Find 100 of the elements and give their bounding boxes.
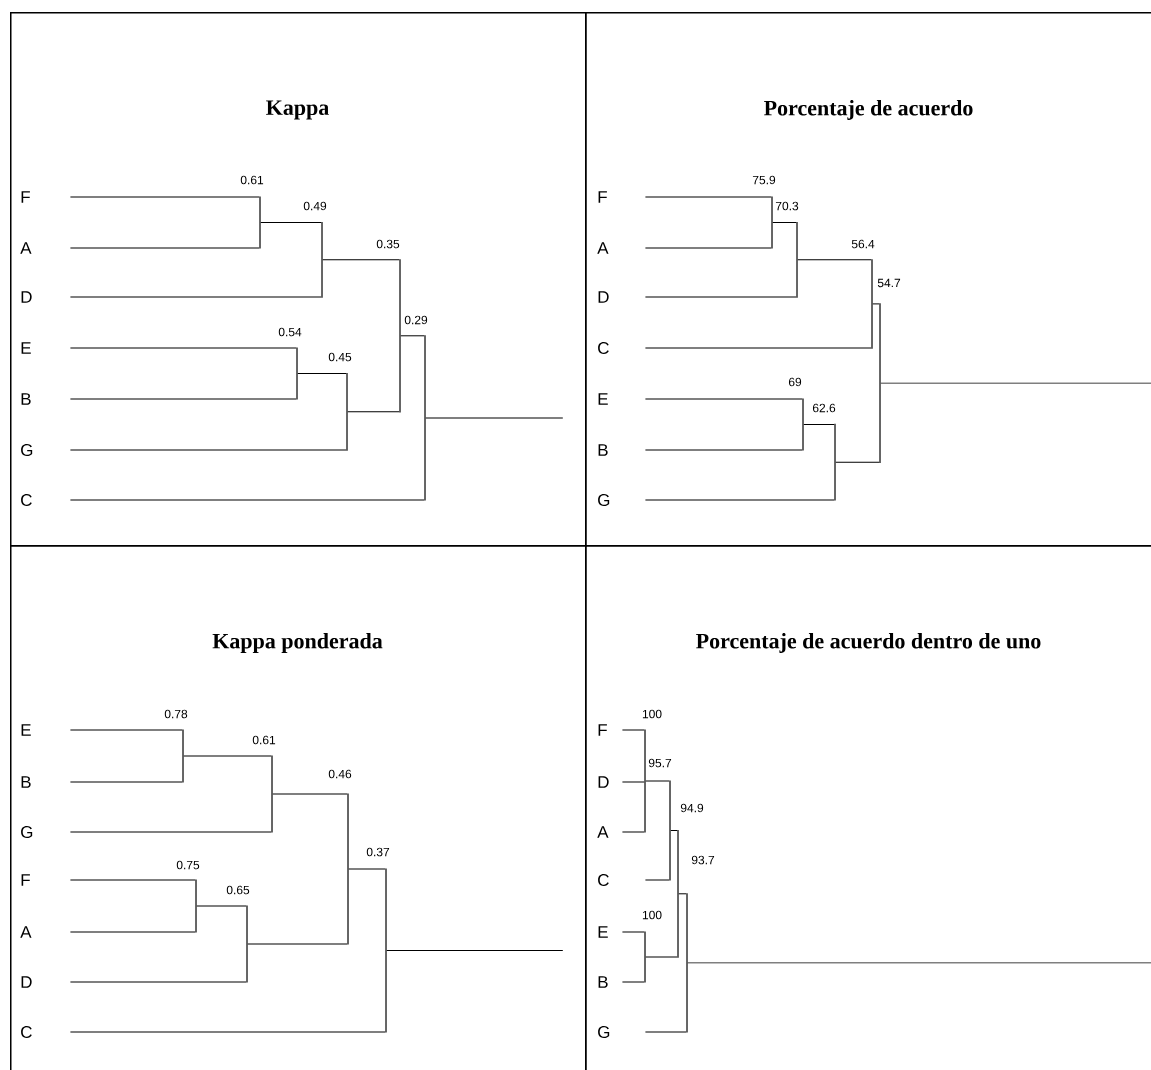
branch-line bbox=[69, 247, 260, 249]
value-label: 75.9 bbox=[751, 175, 777, 185]
leaf-label: B bbox=[598, 444, 608, 456]
branch-line bbox=[621, 781, 645, 783]
leaf-label: D bbox=[21, 291, 32, 303]
value-label: 62.6 bbox=[811, 403, 837, 413]
branch-line bbox=[69, 196, 260, 198]
branch-line bbox=[69, 781, 183, 783]
leaf-label: A bbox=[20, 926, 32, 938]
leaf-label: A bbox=[597, 826, 609, 838]
value-label: 0.61 bbox=[239, 175, 265, 185]
branch-line bbox=[69, 729, 183, 731]
branch-line bbox=[670, 830, 678, 831]
value-label: 0.35 bbox=[375, 239, 401, 249]
branch-line bbox=[797, 259, 872, 261]
branch-line bbox=[322, 259, 400, 261]
branch-line bbox=[196, 905, 247, 907]
branch-line bbox=[272, 793, 348, 795]
leaf-label: G bbox=[598, 494, 610, 506]
branch-line bbox=[645, 780, 670, 782]
branch-line bbox=[621, 931, 645, 933]
leaf-label: F bbox=[598, 724, 607, 736]
leaf-label: E bbox=[21, 342, 31, 354]
leaf-label: E bbox=[598, 926, 608, 938]
leaf-label: B bbox=[21, 776, 31, 788]
value-label: 0.29 bbox=[403, 315, 429, 325]
leaf-label: C bbox=[598, 874, 609, 886]
branch-line bbox=[69, 1031, 386, 1033]
root-line bbox=[880, 382, 1151, 384]
branch-line bbox=[644, 398, 803, 400]
branch-line bbox=[621, 981, 645, 983]
value-label: 0.65 bbox=[225, 885, 251, 895]
branch-line bbox=[645, 956, 678, 958]
value-label: 54.7 bbox=[876, 278, 902, 288]
value-label: 0.75 bbox=[175, 860, 201, 870]
branch-line bbox=[644, 247, 772, 249]
leaf-label: A bbox=[597, 242, 609, 254]
branch-line bbox=[69, 831, 272, 833]
branch-line bbox=[183, 755, 272, 757]
value-label: 100 bbox=[641, 910, 663, 920]
value-label: 0.49 bbox=[302, 201, 328, 211]
leaf-label: C bbox=[21, 494, 32, 506]
branch-line bbox=[69, 347, 297, 349]
branch-line bbox=[69, 499, 425, 501]
root-line bbox=[687, 962, 1151, 964]
value-label: 94.9 bbox=[679, 803, 705, 813]
branch-line bbox=[644, 449, 803, 451]
leaf-label: A bbox=[20, 242, 32, 254]
value-label: 0.45 bbox=[327, 352, 353, 362]
branch-line bbox=[803, 424, 835, 425]
leaf-label: G bbox=[21, 444, 33, 456]
branch-line bbox=[347, 411, 400, 413]
leaf-label: B bbox=[21, 393, 31, 405]
branch-line bbox=[621, 831, 645, 833]
leaf-label: D bbox=[21, 976, 32, 988]
branch-line bbox=[400, 335, 425, 337]
value-label: 56.4 bbox=[850, 239, 876, 249]
root-line bbox=[425, 417, 564, 419]
value-label: 69 bbox=[787, 377, 803, 387]
leaf-label: C bbox=[21, 1026, 32, 1038]
leaf-label: E bbox=[598, 393, 608, 405]
leaf-label: E bbox=[21, 724, 31, 736]
branch-line bbox=[69, 449, 347, 451]
branch-line bbox=[644, 347, 872, 349]
branch-line bbox=[348, 868, 386, 870]
branch-line bbox=[644, 879, 670, 881]
branch-line bbox=[644, 499, 835, 501]
value-label: 0.54 bbox=[277, 327, 303, 337]
value-label: 70.3 bbox=[774, 201, 800, 211]
branch-line bbox=[69, 296, 322, 298]
leaf-label: F bbox=[598, 191, 607, 203]
value-label: 95.7 bbox=[647, 758, 673, 768]
branch-line bbox=[247, 943, 348, 945]
leaf-label: F bbox=[21, 874, 30, 886]
branch-line bbox=[69, 931, 196, 933]
leaf-label: G bbox=[598, 1026, 610, 1038]
branch-line bbox=[644, 296, 797, 298]
branch-line bbox=[872, 303, 880, 305]
leaf-label: G bbox=[21, 826, 33, 838]
branch-line bbox=[621, 729, 645, 731]
branch-line bbox=[69, 981, 247, 983]
value-label: 0.37 bbox=[365, 847, 391, 857]
value-label: 93.7 bbox=[690, 855, 716, 865]
branch-line bbox=[69, 398, 297, 400]
branch-line bbox=[644, 1031, 687, 1033]
leaf-label: D bbox=[598, 776, 609, 788]
branch-line bbox=[297, 373, 347, 374]
leaf-label: D bbox=[598, 291, 609, 303]
branch-line bbox=[69, 879, 196, 881]
branch-line bbox=[644, 196, 772, 198]
value-label: 100 bbox=[641, 709, 663, 719]
branch-line bbox=[260, 222, 322, 223]
value-label: 0.78 bbox=[163, 709, 189, 719]
leaf-label: B bbox=[598, 976, 608, 988]
value-label: 0.46 bbox=[327, 769, 353, 779]
root-line bbox=[386, 950, 564, 951]
value-label: 0.61 bbox=[251, 735, 277, 745]
branch-line bbox=[835, 461, 880, 463]
branch-line bbox=[678, 893, 687, 895]
leaf-label: F bbox=[21, 191, 30, 203]
